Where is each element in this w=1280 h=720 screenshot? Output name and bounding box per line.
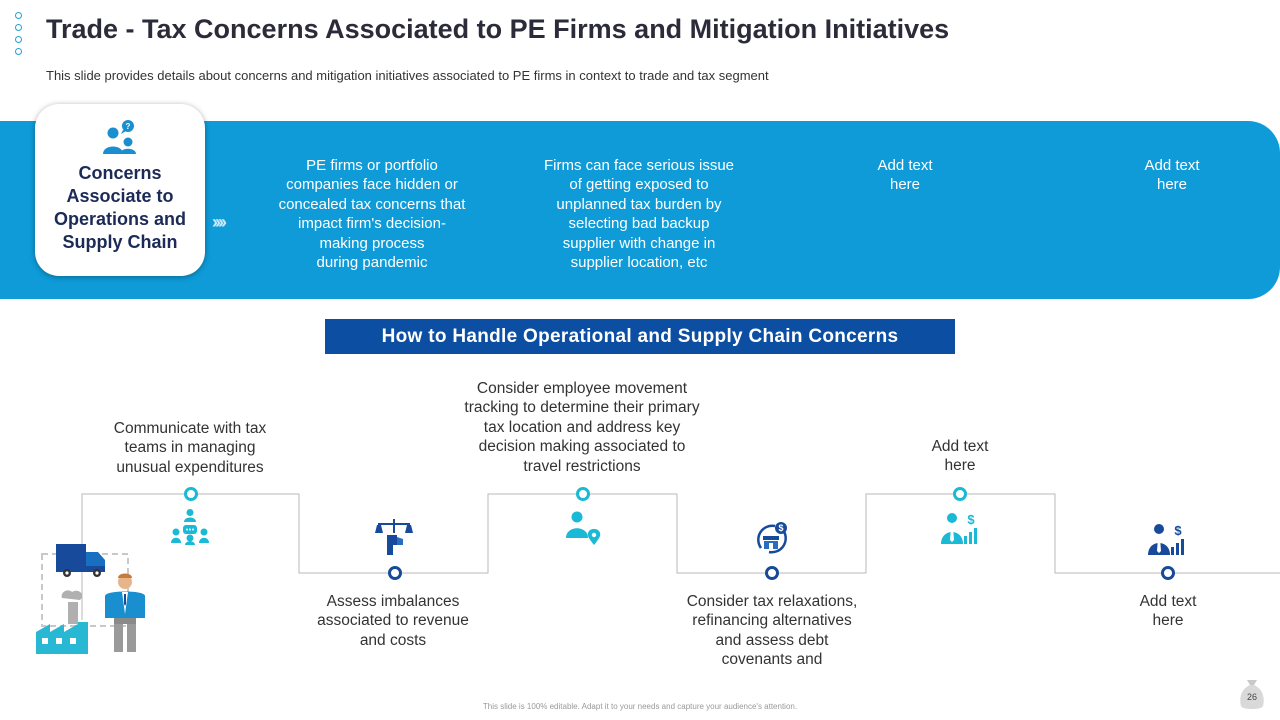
concerns-banner	[0, 121, 1280, 299]
svg-text:$: $	[1174, 523, 1182, 538]
svg-text:$: $	[967, 512, 975, 527]
step-2-text: Assess imbalances associated to revenue …	[317, 593, 469, 649]
store-refresh-dollar-icon: $	[757, 522, 787, 554]
step-1-text: Communicate with tax teams in managing u…	[113, 420, 267, 476]
page-number: 26	[1246, 692, 1257, 702]
step-4-node	[765, 566, 779, 580]
step-6-node	[1161, 566, 1175, 580]
concern-column-1: PE firms or portfolio companies face hid…	[278, 157, 466, 272]
step-1-node	[184, 487, 198, 501]
slide-title: Trade - Tax Concerns Associated to PE Fi…	[46, 14, 950, 44]
step-5-text: Add text here	[931, 438, 989, 475]
truck-worker-factory-illustration	[36, 544, 145, 654]
page-number-bag-icon	[1240, 680, 1264, 709]
step-5-node	[953, 487, 967, 501]
concerns-heading: Concerns Associate to Operations and Sup…	[53, 163, 187, 252]
concern-column-4: Add text here	[1144, 157, 1200, 194]
concern-column-3: Add text here	[877, 157, 933, 194]
svg-text:?: ?	[126, 122, 131, 131]
step-3-node	[576, 487, 590, 501]
businessman-dollar-chart-icon: $	[941, 512, 977, 544]
concerns-heading-card: ? Concerns Associate to Operations and S…	[35, 104, 205, 276]
person-location-icon	[566, 511, 601, 545]
step-2-node	[388, 566, 402, 580]
team-chat-icon	[171, 509, 209, 545]
businessman-dollar-chart-icon: $	[1148, 523, 1184, 555]
people-question-icon: ?	[103, 120, 136, 154]
svg-text:$: $	[778, 523, 783, 533]
slide-footer: This slide is 100% editable. Adapt it to…	[482, 702, 798, 711]
step-6-text: Add text here	[1139, 593, 1197, 630]
hand-balance-scale-icon	[375, 519, 413, 555]
slide-subtitle: This slide provides details about concer…	[46, 68, 769, 83]
decorative-dots	[15, 12, 23, 56]
chevron-right-icon: ››››	[212, 212, 227, 232]
step-3-text: Consider employee movement tracking to d…	[464, 380, 700, 475]
step-4-text: Consider tax relaxations, refinancing al…	[686, 593, 858, 669]
section-heading: How to Handle Operational and Supply Cha…	[325, 319, 955, 354]
concern-column-2: Firms can face serious issue of getting …	[543, 157, 735, 272]
